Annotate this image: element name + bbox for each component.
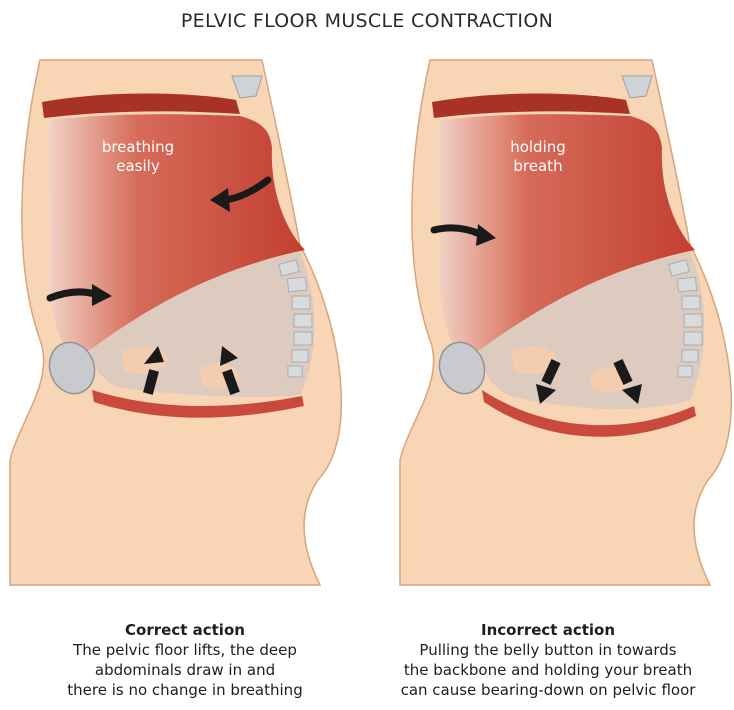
panel-correct: breathing easily bbox=[10, 60, 341, 585]
caption-heading: Correct action bbox=[20, 620, 350, 640]
muscle-label-line1: holding bbox=[510, 138, 566, 156]
muscle-label-line2: easily bbox=[116, 157, 160, 175]
caption-line: The pelvic floor lifts, the deep bbox=[20, 640, 350, 660]
figure-title: PELVIC FLOOR MUSCLE CONTRACTION bbox=[0, 10, 734, 32]
caption-incorrect: Incorrect action Pulling the belly butto… bbox=[378, 620, 718, 700]
caption-line: can cause bearing-down on pelvic floor bbox=[378, 680, 718, 700]
muscle-label-line2: breath bbox=[513, 157, 562, 175]
caption-correct: Correct action The pelvic floor lifts, t… bbox=[20, 620, 350, 700]
caption-line: abdominals draw in and bbox=[20, 660, 350, 680]
panel-incorrect: holding breath bbox=[400, 60, 731, 585]
caption-heading: Incorrect action bbox=[378, 620, 718, 640]
caption-line: Pulling the belly button in towards bbox=[378, 640, 718, 660]
muscle-label-line1: breathing bbox=[102, 138, 174, 156]
diagram-figure: breathing easily bbox=[0, 40, 734, 600]
caption-line: the backbone and holding your breath bbox=[378, 660, 718, 680]
caption-line: there is no change in breathing bbox=[20, 680, 350, 700]
